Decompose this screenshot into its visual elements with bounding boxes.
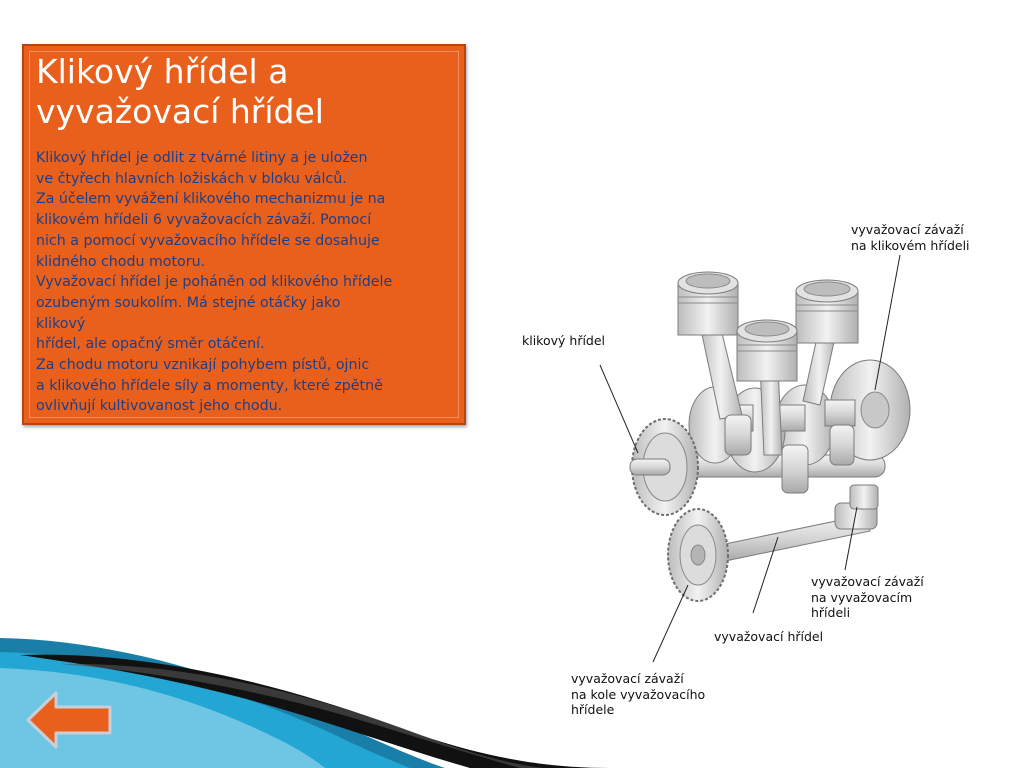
pistons: [677, 271, 859, 382]
body-line: Vyvažovací hřídel je poháněn od klikovéh…: [36, 274, 393, 291]
label-line: na klikovém hřídeli: [851, 237, 970, 253]
arrow-left-icon: [26, 691, 112, 749]
body-line: klikovém hřídeli 6 vyvažovacích závaží. …: [36, 212, 372, 229]
label-line: hřídele: [571, 702, 615, 717]
label-crankshaft: klikový hřídel: [522, 333, 605, 349]
label-balance-weight: vyvažovací závaží na vyvažovacím hřídeli: [811, 574, 924, 621]
body-text: Klikový hřídel je odlit z tvárné litiny …: [36, 148, 456, 417]
label-line: vyvažovací závaží: [811, 574, 924, 589]
body-line: hřídel, ale opačný směr otáčení.: [36, 336, 265, 353]
body-line: Klikový hřídel je odlit z tvárné litiny …: [36, 150, 368, 166]
body-line: ozubeným soukolím. Má stejné otáčky jako: [36, 294, 341, 311]
title-line: Klikový hřídel a: [36, 52, 289, 91]
body-line: klikový: [36, 315, 86, 332]
label-line: klikový hřídel: [522, 333, 606, 348]
leader-lines: [599, 254, 901, 663]
label-balance-shaft: vyvažovací hřídel: [714, 629, 823, 645]
label-wheel-weight: vyvažovací závaží na kole vyvažovacího h…: [571, 671, 705, 718]
label-line: vyvažovací hřídel: [714, 629, 824, 644]
text-panel: [22, 44, 466, 425]
label-line: hřídeli: [811, 605, 851, 620]
engine-illustration: [599, 254, 911, 663]
label-line: na kole vyvažovacího: [571, 686, 706, 702]
balance-shaft: [719, 484, 879, 562]
back-button[interactable]: [24, 689, 114, 751]
body-line: nich a pomocí vyvažovacího hřídele se do…: [36, 232, 380, 249]
label-line: vyvažovací závaží: [851, 222, 964, 237]
body-line: ve čtyřech hlavních ložiskách v bloku vá…: [36, 170, 347, 187]
slide-title: Klikový hřídel a vyvažovací hřídel: [36, 52, 456, 132]
engine-figure: [520, 215, 1000, 725]
body-line: klidného chodu motoru.: [36, 253, 206, 270]
balance-shaft-gear: [667, 508, 729, 602]
label-line: vyvažovací závaží: [571, 671, 684, 686]
body-line: Za účelem vyvážení klikového mechanizmu …: [36, 191, 386, 208]
panel-inner-border: [29, 51, 459, 418]
body-line: ovlivňují kultivovanost jeho chodu.: [36, 398, 283, 415]
body-line: a klikového hřídele síly a momenty, kter…: [36, 377, 383, 394]
body-line: Za chodu motoru vznikají pohybem pístů, …: [36, 357, 370, 374]
label-line: na vyvažovacím: [811, 589, 913, 605]
label-crank-weight: vyvažovací závaží na klikovém hřídeli: [851, 222, 970, 253]
crankshaft-gear: [629, 418, 699, 516]
title-line: vyvažovací hřídel: [36, 92, 324, 131]
